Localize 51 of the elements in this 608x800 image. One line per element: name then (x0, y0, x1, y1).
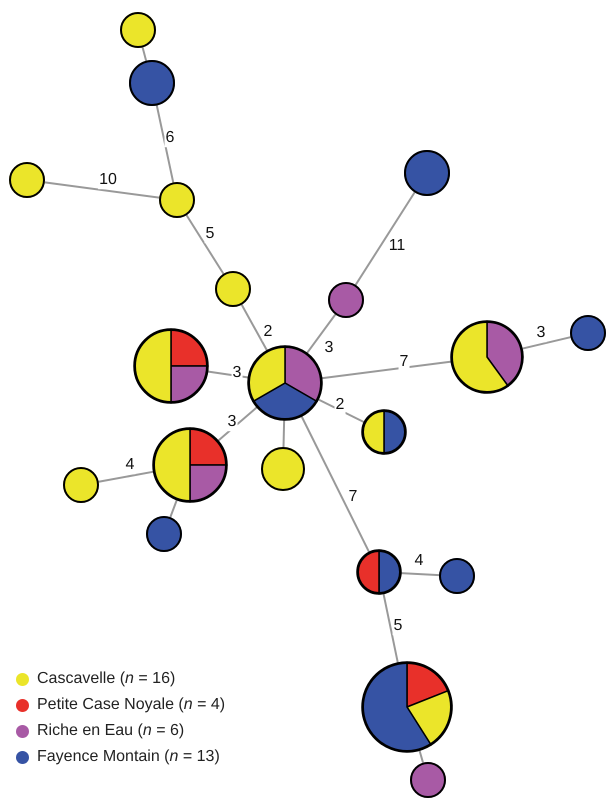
edge-label: 3 (536, 324, 546, 342)
haplotype-circle (120, 12, 156, 48)
connector-line (217, 406, 258, 442)
haplotype-circle (261, 447, 305, 491)
connector-line (300, 416, 370, 553)
connector-line (169, 499, 178, 518)
haplotype-circle (410, 762, 446, 798)
pie-chart-node (362, 662, 452, 752)
edge-label: 10 (98, 171, 118, 189)
haplotype-circle (439, 558, 475, 594)
haplotype-circle (9, 162, 45, 198)
connector-line (240, 304, 268, 352)
connector-line (418, 750, 424, 763)
edge-label: 6 (164, 129, 176, 147)
pie-chart-node (248, 346, 322, 420)
pie-chart-node (134, 329, 208, 403)
legend-label: Cascavelle (n = 16) (37, 670, 176, 688)
haplotype-circle (129, 60, 175, 106)
haplotype-circle (404, 150, 450, 196)
pie-chart-node (357, 550, 401, 594)
connector-line (354, 192, 416, 286)
legend-label: Petite Case Noyale (n = 4) (37, 696, 226, 714)
edge-label: 2 (334, 396, 346, 414)
connector-line (318, 398, 365, 424)
connector-line (400, 572, 440, 576)
connector-line (156, 105, 174, 183)
connector-line (282, 420, 286, 448)
edge-label: 7 (398, 353, 410, 371)
connector-line (382, 593, 399, 664)
pie-chart-node (362, 410, 406, 454)
connector-line (186, 214, 224, 274)
pie-chart-node (451, 321, 523, 393)
haplotype-circle (63, 467, 99, 503)
connector-line (306, 314, 336, 354)
connector-line (322, 360, 452, 380)
edge-label: 5 (204, 225, 216, 243)
connector-line (44, 181, 160, 199)
connector-line (98, 470, 154, 483)
haplotype-circle (146, 516, 182, 552)
haplotype-circle (328, 282, 364, 318)
legend-label: Riche en Eau (n = 6) (37, 722, 184, 740)
haplotype-circle (215, 271, 251, 307)
haplotype-circle (570, 315, 606, 351)
connector-line (522, 336, 571, 350)
edge-label: 5 (392, 617, 404, 635)
legend-label: Fayence Montain (n = 13) (37, 748, 220, 766)
pie-chart-node (153, 428, 227, 502)
connector-line (142, 47, 148, 62)
edge-label: 3 (226, 413, 238, 431)
haplotype-circle (159, 182, 195, 218)
edge-label: 2 (262, 323, 274, 341)
